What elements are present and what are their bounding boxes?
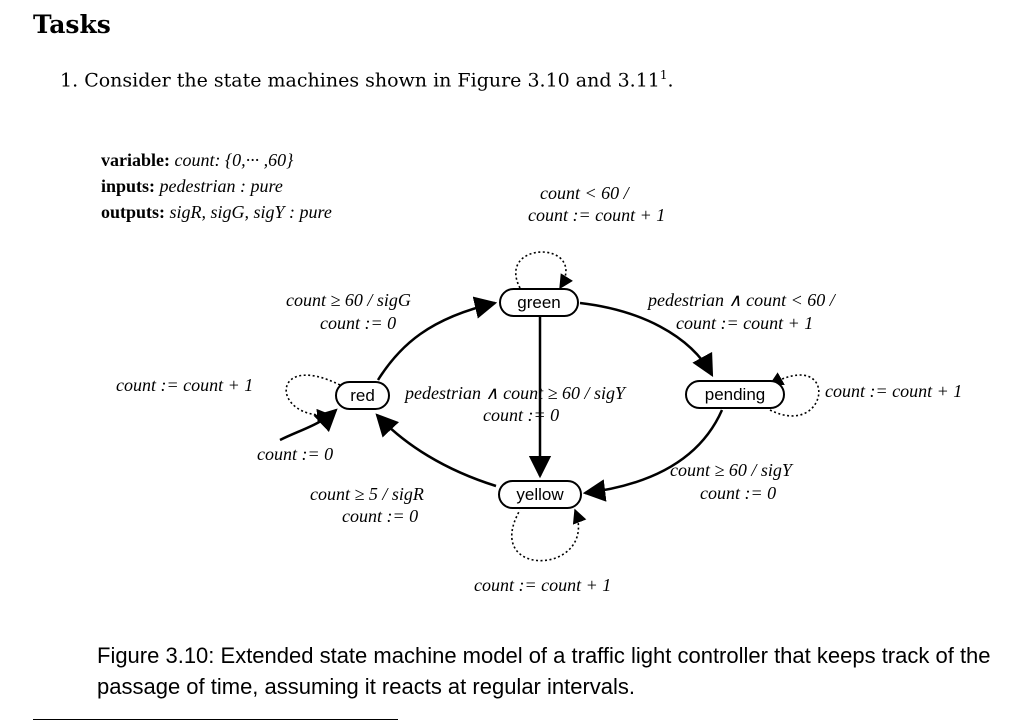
state-green[interactable]: green [499,288,579,317]
label-green-to-pending-guard: pedestrian ∧ count < 60 / [648,290,835,310]
decl-inputs-key: inputs: [101,176,156,196]
self-loop-pending [768,372,820,417]
state-red[interactable]: red [335,381,390,410]
edge-green-to-pending [579,301,714,377]
task-end: . [667,69,674,92]
label-green-self-guard: count < 60 / [540,183,629,203]
footnote-rule [33,719,398,720]
label-yellow-self: count := count + 1 [474,575,612,595]
decl-variable-key: variable: [101,150,170,170]
decl-outputs-value: sigR, sigG, sigY : pure [169,202,332,222]
task-text: Consider the state machines shown in Fig… [84,69,660,92]
self-loop-yellow [511,508,587,562]
figure-caption: Figure 3.10: Extended state machine mode… [97,643,991,699]
decl-outputs-key: outputs: [101,202,166,222]
self-loop-green [515,251,573,290]
label-green-self-action: count := count + 1 [528,205,666,225]
state-pending[interactable]: pending [685,380,785,409]
state-yellow[interactable]: yellow [498,480,582,509]
edge-yellow-to-red [375,413,497,488]
label-red-self: count := count + 1 [116,375,254,395]
label-yellow-to-red-action: count := 0 [342,506,419,526]
label-yellow-to-red-guard: count ≥ 5 / sigR [310,484,424,504]
edge-red-to-green [376,296,498,381]
decl-inputs-value: pedestrian : pure [159,176,283,196]
footnote-mark[interactable]: 1 [659,68,668,82]
task-number: 1. [60,69,79,92]
self-loop-red [285,374,341,424]
label-red-to-green-guard: count ≥ 60 / sigG [286,290,411,310]
decl-variable: variable: count: {0,··· ,60} [101,150,293,171]
label-initial: count := 0 [257,444,334,464]
label-green-to-yellow-action: count := 0 [483,405,560,425]
label-green-to-pending-action: count := count + 1 [676,313,814,333]
label-red-to-green-action: count := 0 [320,313,397,333]
decl-outputs: outputs: sigR, sigG, sigY : pure [101,202,332,223]
label-pending-to-yellow-guard: count ≥ 60 / sigY [670,460,792,480]
decl-inputs: inputs: pedestrian : pure [101,176,283,197]
edge-pending-to-yellow [582,409,724,502]
task-item: 1. Consider the state machines shown in … [60,68,674,91]
label-pending-to-yellow-action: count := 0 [700,483,777,503]
decl-variable-value: count: {0,··· ,60} [174,150,294,170]
label-pending-self: count := count + 1 [825,381,963,401]
section-heading: Tasks [33,10,111,39]
label-green-to-yellow-guard: pedestrian ∧ count ≥ 60 / sigY [405,383,626,403]
